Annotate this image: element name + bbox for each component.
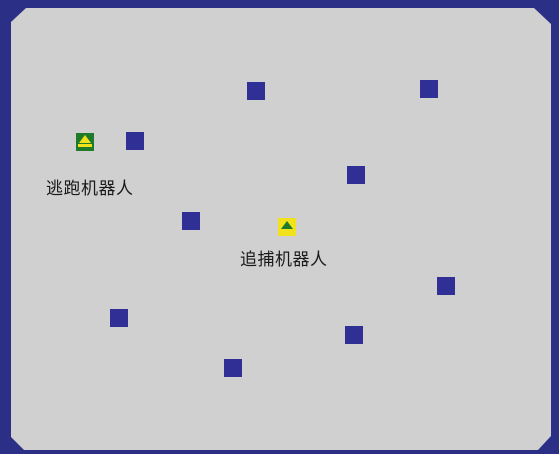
pursuer-robot-icon <box>278 218 296 236</box>
obstacle <box>247 82 265 100</box>
obstacle <box>126 132 144 150</box>
pursuer-robot-label: 追捕机器人 <box>240 250 328 270</box>
obstacle <box>437 277 455 295</box>
obstacle <box>182 212 200 230</box>
obstacle <box>345 326 363 344</box>
evader-robot-label: 逃跑机器人 <box>46 179 134 199</box>
obstacle <box>420 80 438 98</box>
obstacle <box>347 166 365 184</box>
obstacle-group <box>110 80 455 377</box>
evader-robot-icon <box>76 133 94 151</box>
obstacle <box>110 309 128 327</box>
obstacle <box>224 359 242 377</box>
